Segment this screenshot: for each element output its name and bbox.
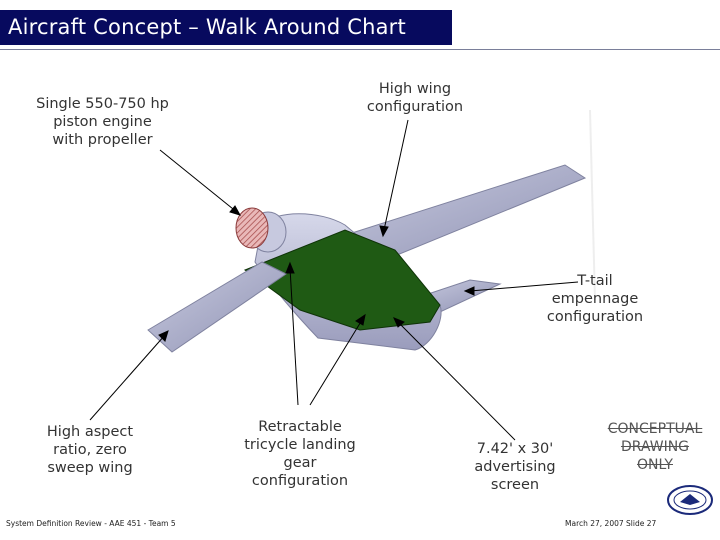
advertising-screen: [243, 229, 441, 331]
conceptual-stamp: CONCEPTUAL DRAWING ONLY: [607, 421, 703, 473]
callout-gear: Retractable tricycle landing gear config…: [244, 419, 356, 489]
footer-right: March 27, 2007 Slide 27: [565, 519, 657, 528]
callout-engine: Single 550-750 hp piston engine with pro…: [36, 96, 169, 148]
title-rule: [0, 49, 720, 50]
callout-wing-ratio: High aspect ratio, zero sweep wing: [46, 424, 134, 476]
propeller-disk: [235, 207, 269, 249]
callout-screen: 7.42' x 30' advertising screen: [474, 441, 556, 493]
callout-high-wing: High wing configuration: [366, 81, 464, 115]
team-logo: [667, 485, 713, 515]
callout-tail: T-tail empennage configuration: [546, 273, 644, 325]
footer-left: System Definition Review - AAE 451 - Tea…: [6, 519, 176, 528]
slide-title: Aircraft Concept – Walk Around Chart: [0, 10, 452, 45]
wing-left: [147, 261, 287, 353]
